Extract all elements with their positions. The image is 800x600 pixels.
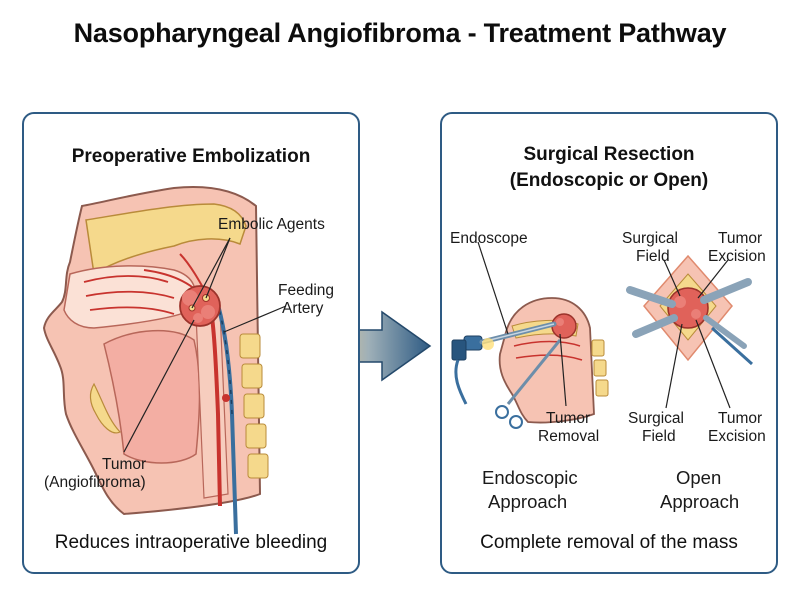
surgical-resection-panel: Surgical Resection (Endoscopic or Open)	[440, 112, 778, 574]
endoscopic-approach-line2: Approach	[488, 491, 568, 512]
leader-line	[477, 241, 509, 335]
label-tumor-excision-bottom-line1: Tumor	[718, 410, 763, 427]
leader-line	[123, 319, 195, 453]
endoscope-icon	[451, 321, 557, 405]
embolization-panel: Preoperative Embolization	[22, 112, 360, 574]
leader-line	[205, 237, 231, 299]
label-surgical-field-top-line1: Surgical	[622, 230, 678, 247]
embolization-heading: Preoperative Embolization	[71, 146, 311, 167]
label-endoscope: Endoscope	[450, 230, 528, 247]
forceps-icon	[495, 339, 562, 429]
page-title: Nasopharyngeal Angiofibroma - Treatment …	[73, 18, 727, 48]
turbinate	[83, 275, 169, 283]
label-tumor-line1: Tumor	[102, 456, 147, 473]
open-approach-illustration	[626, 254, 754, 366]
tongue	[103, 330, 201, 464]
turbinate	[85, 290, 175, 299]
label-tumor-line2: (Angiofibroma)	[44, 474, 146, 491]
leader-line	[695, 319, 731, 409]
label-tumor-removal-line1: Tumor	[546, 410, 591, 427]
leader-line	[665, 323, 683, 409]
label-feeding-artery-line1: Feeding	[278, 282, 335, 299]
endoscopic-approach-illustration	[451, 241, 754, 429]
open-approach-line2: Approach	[660, 491, 740, 512]
mini-tumor	[551, 313, 577, 339]
leader-line	[223, 305, 287, 333]
skull-base	[85, 203, 247, 276]
mini-head	[498, 297, 595, 424]
mini-spine	[591, 339, 609, 397]
cervical-spine	[239, 333, 269, 479]
embolic-particle	[222, 394, 230, 402]
resection-heading-line2: (Endoscopic or Open)	[509, 170, 709, 191]
leader-line	[697, 259, 729, 299]
label-tumor-excision-top-line1: Tumor	[718, 230, 763, 247]
label-surgical-field-top-line2: Field	[636, 248, 670, 265]
resection-caption: Complete removal of the mass	[480, 532, 738, 553]
mini-turbinate	[515, 354, 583, 361]
leader-line	[191, 237, 231, 309]
label-tumor-removal-line2: Removal	[538, 428, 600, 445]
label-tumor-excision-bottom-line2: Excision	[708, 428, 766, 445]
label-feeding-artery-line2: Artery	[282, 300, 324, 317]
mini-turbinate	[513, 340, 581, 347]
leader-line	[663, 259, 681, 297]
leader-line	[559, 333, 567, 407]
embolization-caption: Reduces intraoperative bleeding	[54, 532, 328, 553]
head-sagittal-illustration	[42, 185, 287, 535]
resection-heading-line1: Surgical Resection	[523, 144, 695, 165]
label-embolic-agents: Embolic Agents	[218, 216, 325, 233]
turbinate	[89, 306, 175, 315]
endoscopic-approach-line1: Endoscopic	[482, 467, 578, 488]
tumor-mass	[179, 285, 221, 327]
label-tumor-excision-top-line2: Excision	[708, 248, 766, 265]
open-approach-line1: Open	[676, 467, 722, 488]
label-surgical-field-bottom-line2: Field	[642, 428, 676, 445]
label-surgical-field-bottom-line1: Surgical	[628, 410, 684, 427]
jaw-bone	[89, 382, 121, 434]
